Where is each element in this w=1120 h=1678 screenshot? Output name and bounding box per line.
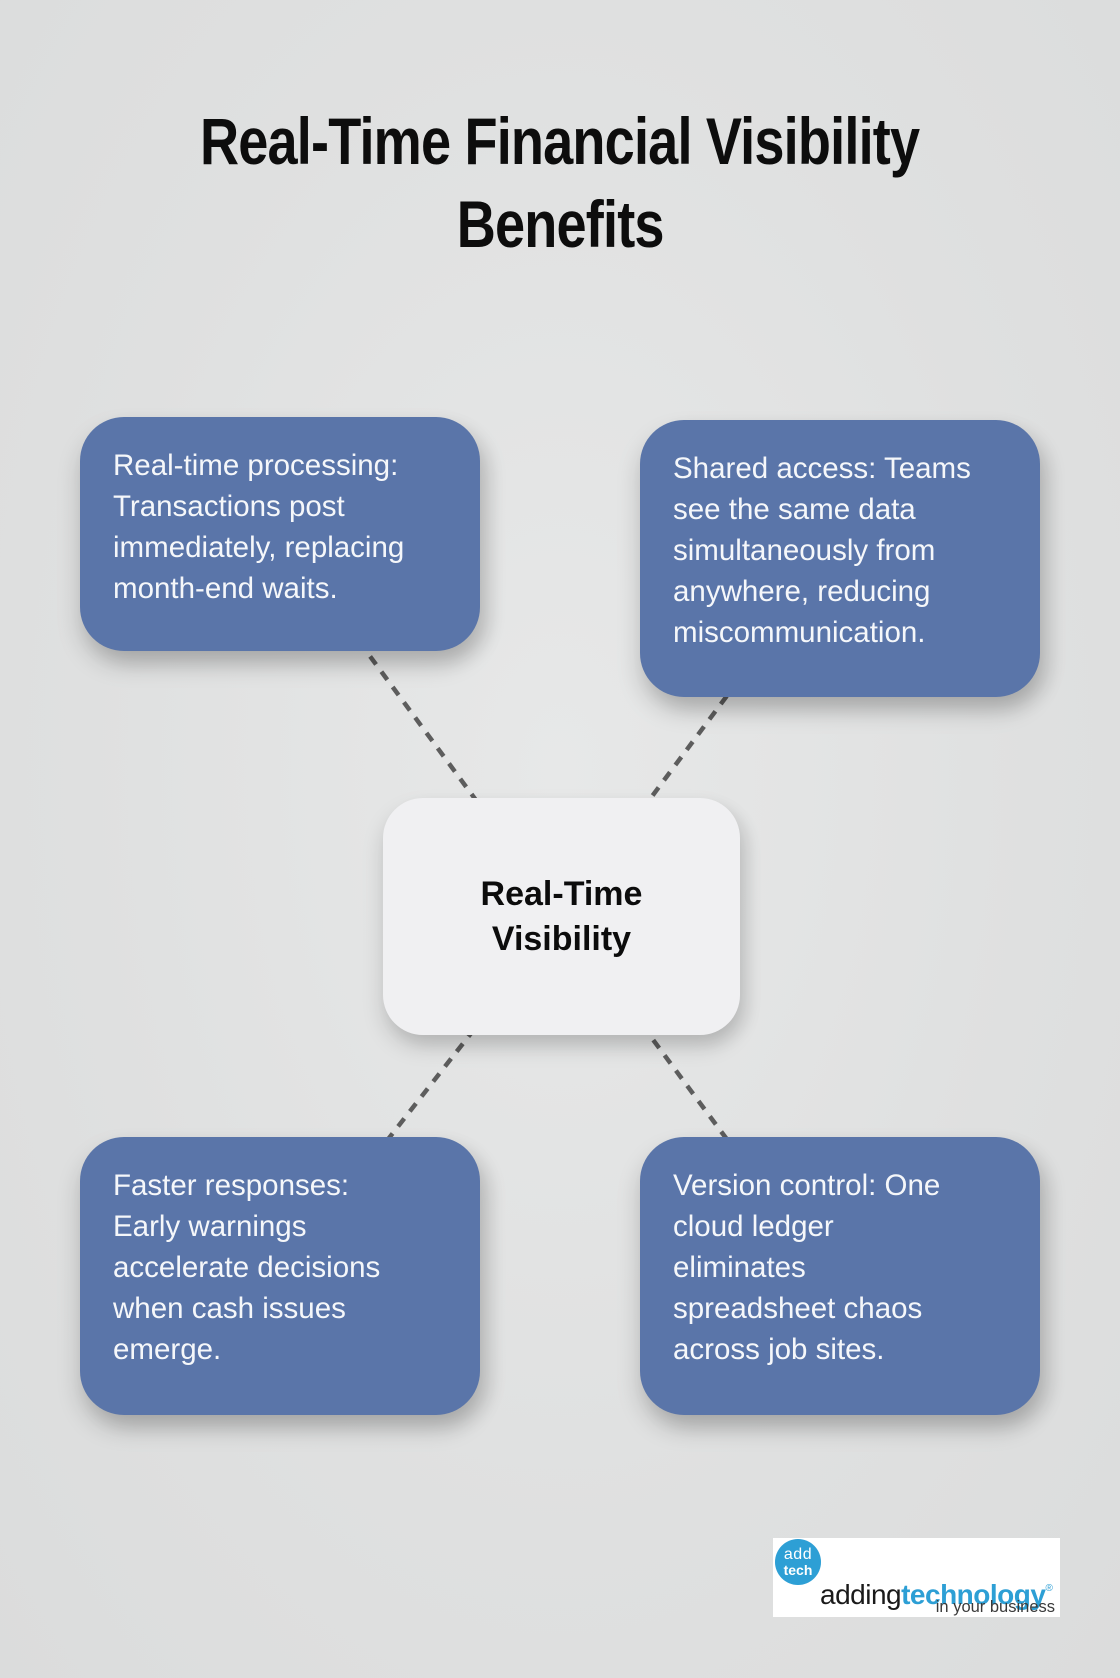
- logo-wordmark-technology: technology: [901, 1579, 1046, 1610]
- central-node-line2: Visibility: [491, 919, 632, 958]
- addingtechnology-logo: add tech addingtechnology® in your busin…: [773, 1538, 1060, 1617]
- benefit-card-shared-access: Shared access: Teams see the same data s…: [640, 420, 1040, 697]
- page-title: Real-Time Financial Visibility Benefits: [0, 100, 1120, 266]
- logo-wordmark-adding: adding: [820, 1579, 902, 1610]
- benefit-card-version-control: Version control: One cloud ledger elimin…: [640, 1137, 1040, 1415]
- page-title-line1: Real-Time Financial Visibility: [200, 104, 920, 178]
- central-node-line1: Real-Time: [480, 874, 643, 913]
- benefit-card-real-time-processing: Real-time processing: Transactions post …: [80, 417, 480, 651]
- logo-tagline: in your business: [935, 1598, 1055, 1616]
- benefit-card-text: Version control: One cloud ledger elimin…: [673, 1169, 941, 1366]
- central-node-real-time-visibility: Real-Time Visibility: [383, 798, 740, 1035]
- addtech-circle-icon: add tech: [775, 1539, 821, 1585]
- benefit-card-text: Faster responses: Early warnings acceler…: [113, 1169, 381, 1366]
- benefit-card-text: Shared access: Teams see the same data s…: [673, 452, 971, 649]
- logo-circle-add: add: [783, 1545, 813, 1563]
- logo-circle-tech: tech: [783, 1561, 813, 1578]
- logo-wordmark: addingtechnology®: [820, 1575, 1053, 1609]
- benefit-card-text: Real-time processing: Transactions post …: [113, 449, 405, 605]
- registered-trademark-icon: ®: [1045, 1583, 1053, 1594]
- benefit-card-faster-responses: Faster responses: Early warnings acceler…: [80, 1137, 480, 1415]
- page-title-line2: Benefits: [456, 187, 665, 261]
